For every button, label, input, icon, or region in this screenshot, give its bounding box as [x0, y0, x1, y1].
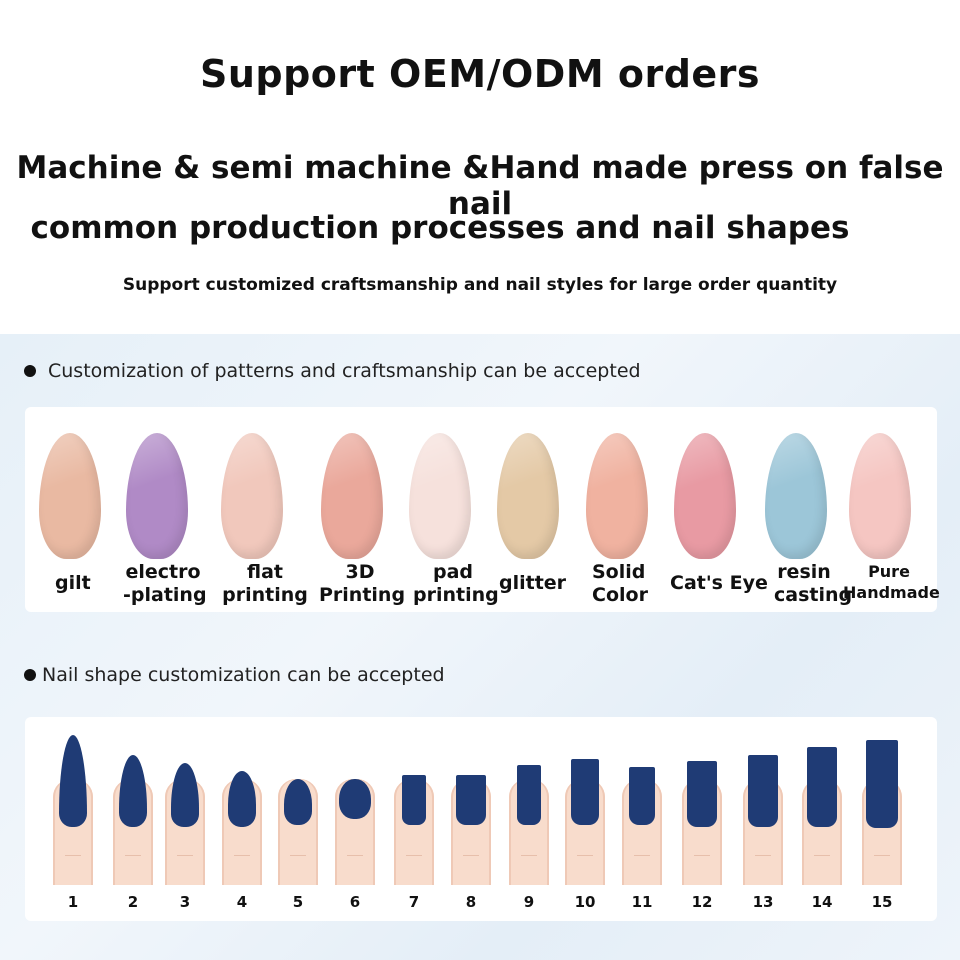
craft-label: gilt: [55, 572, 91, 594]
shape-number: 10: [574, 893, 596, 911]
bullet-icon: [24, 669, 36, 681]
nail-shape: [866, 740, 898, 828]
nail-shape: [119, 755, 147, 827]
craft-label: Solid Color: [592, 561, 648, 606]
craft-label: flat printing: [222, 561, 308, 606]
finger-crease: [577, 855, 593, 856]
shape-number: 6: [349, 893, 361, 911]
craft-nail-sample: [849, 433, 911, 559]
finger-crease: [694, 855, 710, 856]
finger-crease: [234, 855, 250, 856]
nail-shape: [171, 763, 199, 827]
nail-shape: [228, 771, 256, 827]
nail-shape: [687, 761, 717, 827]
nail-shape: [59, 735, 87, 827]
finger-crease: [125, 855, 141, 856]
shape-number: 5: [292, 893, 304, 911]
nail-shape: [456, 775, 486, 825]
craft-nail-sample: [497, 433, 559, 559]
shape-number: 14: [811, 893, 833, 911]
craft-heading-text: Customization of patterns and craftsmans…: [48, 360, 641, 382]
finger-crease: [177, 855, 193, 856]
shape-number: 7: [408, 893, 420, 911]
craft-nail-sample: [674, 433, 736, 559]
finger-crease: [290, 855, 306, 856]
finger-crease: [874, 855, 890, 856]
nail-shape: [517, 765, 541, 825]
shape-heading-text: Nail shape customization can be accepted: [42, 664, 445, 686]
nail-shape: [807, 747, 837, 827]
shape-number: 12: [691, 893, 713, 911]
nail-shape: [629, 767, 655, 825]
finger-crease: [634, 855, 650, 856]
page-title: Support OEM/ODM orders: [199, 52, 761, 96]
shape-number: 4: [236, 893, 248, 911]
subtitle-line-1: Machine & semi machine &Hand made press …: [16, 150, 944, 222]
craft-nail-sample: [586, 433, 648, 559]
craft-label: Cat's Eye: [670, 572, 768, 594]
finger-crease: [347, 855, 363, 856]
craft-label: 3D Printing: [319, 561, 406, 606]
craft-label: resin casting: [774, 561, 853, 606]
shape-number: 2: [127, 893, 139, 911]
shape-number: 8: [465, 893, 477, 911]
craft-nail-sample: [39, 433, 101, 559]
nail-shape: [748, 755, 778, 827]
finger-crease: [463, 855, 479, 856]
craft-nail-sample: [321, 433, 383, 559]
subtitle-line-2: common production processes and nail sha…: [30, 210, 850, 246]
craft-heading: Customization of patterns and craftsmans…: [24, 360, 641, 382]
finger-crease: [65, 855, 81, 856]
finger-crease: [814, 855, 830, 856]
craft-label: electro -plating: [123, 561, 207, 606]
shape-number: 3: [179, 893, 191, 911]
bullet-icon: [24, 365, 36, 377]
shape-number: 9: [523, 893, 535, 911]
craft-label: Pure Handmade: [843, 562, 940, 602]
nail-shape: [402, 775, 426, 825]
finger-crease: [521, 855, 537, 856]
craft-label: pad printing: [413, 561, 499, 606]
craft-nail-sample: [765, 433, 827, 559]
shape-number: 13: [752, 893, 774, 911]
craft-nail-sample: [126, 433, 188, 559]
shape-number: 11: [631, 893, 653, 911]
shape-number: 1: [67, 893, 79, 911]
subtitle-note: Support customized craftsmanship and nai…: [122, 275, 838, 295]
finger-crease: [755, 855, 771, 856]
craft-nail-sample: [221, 433, 283, 559]
finger-crease: [406, 855, 422, 856]
nail-shape: [339, 779, 371, 819]
nail-shape: [571, 759, 599, 825]
nail-shape: [284, 779, 312, 825]
craft-nail-sample: [409, 433, 471, 559]
craft-label: glitter: [499, 572, 567, 594]
shape-heading: Nail shape customization can be accepted: [24, 664, 445, 686]
shape-number: 15: [871, 893, 893, 911]
